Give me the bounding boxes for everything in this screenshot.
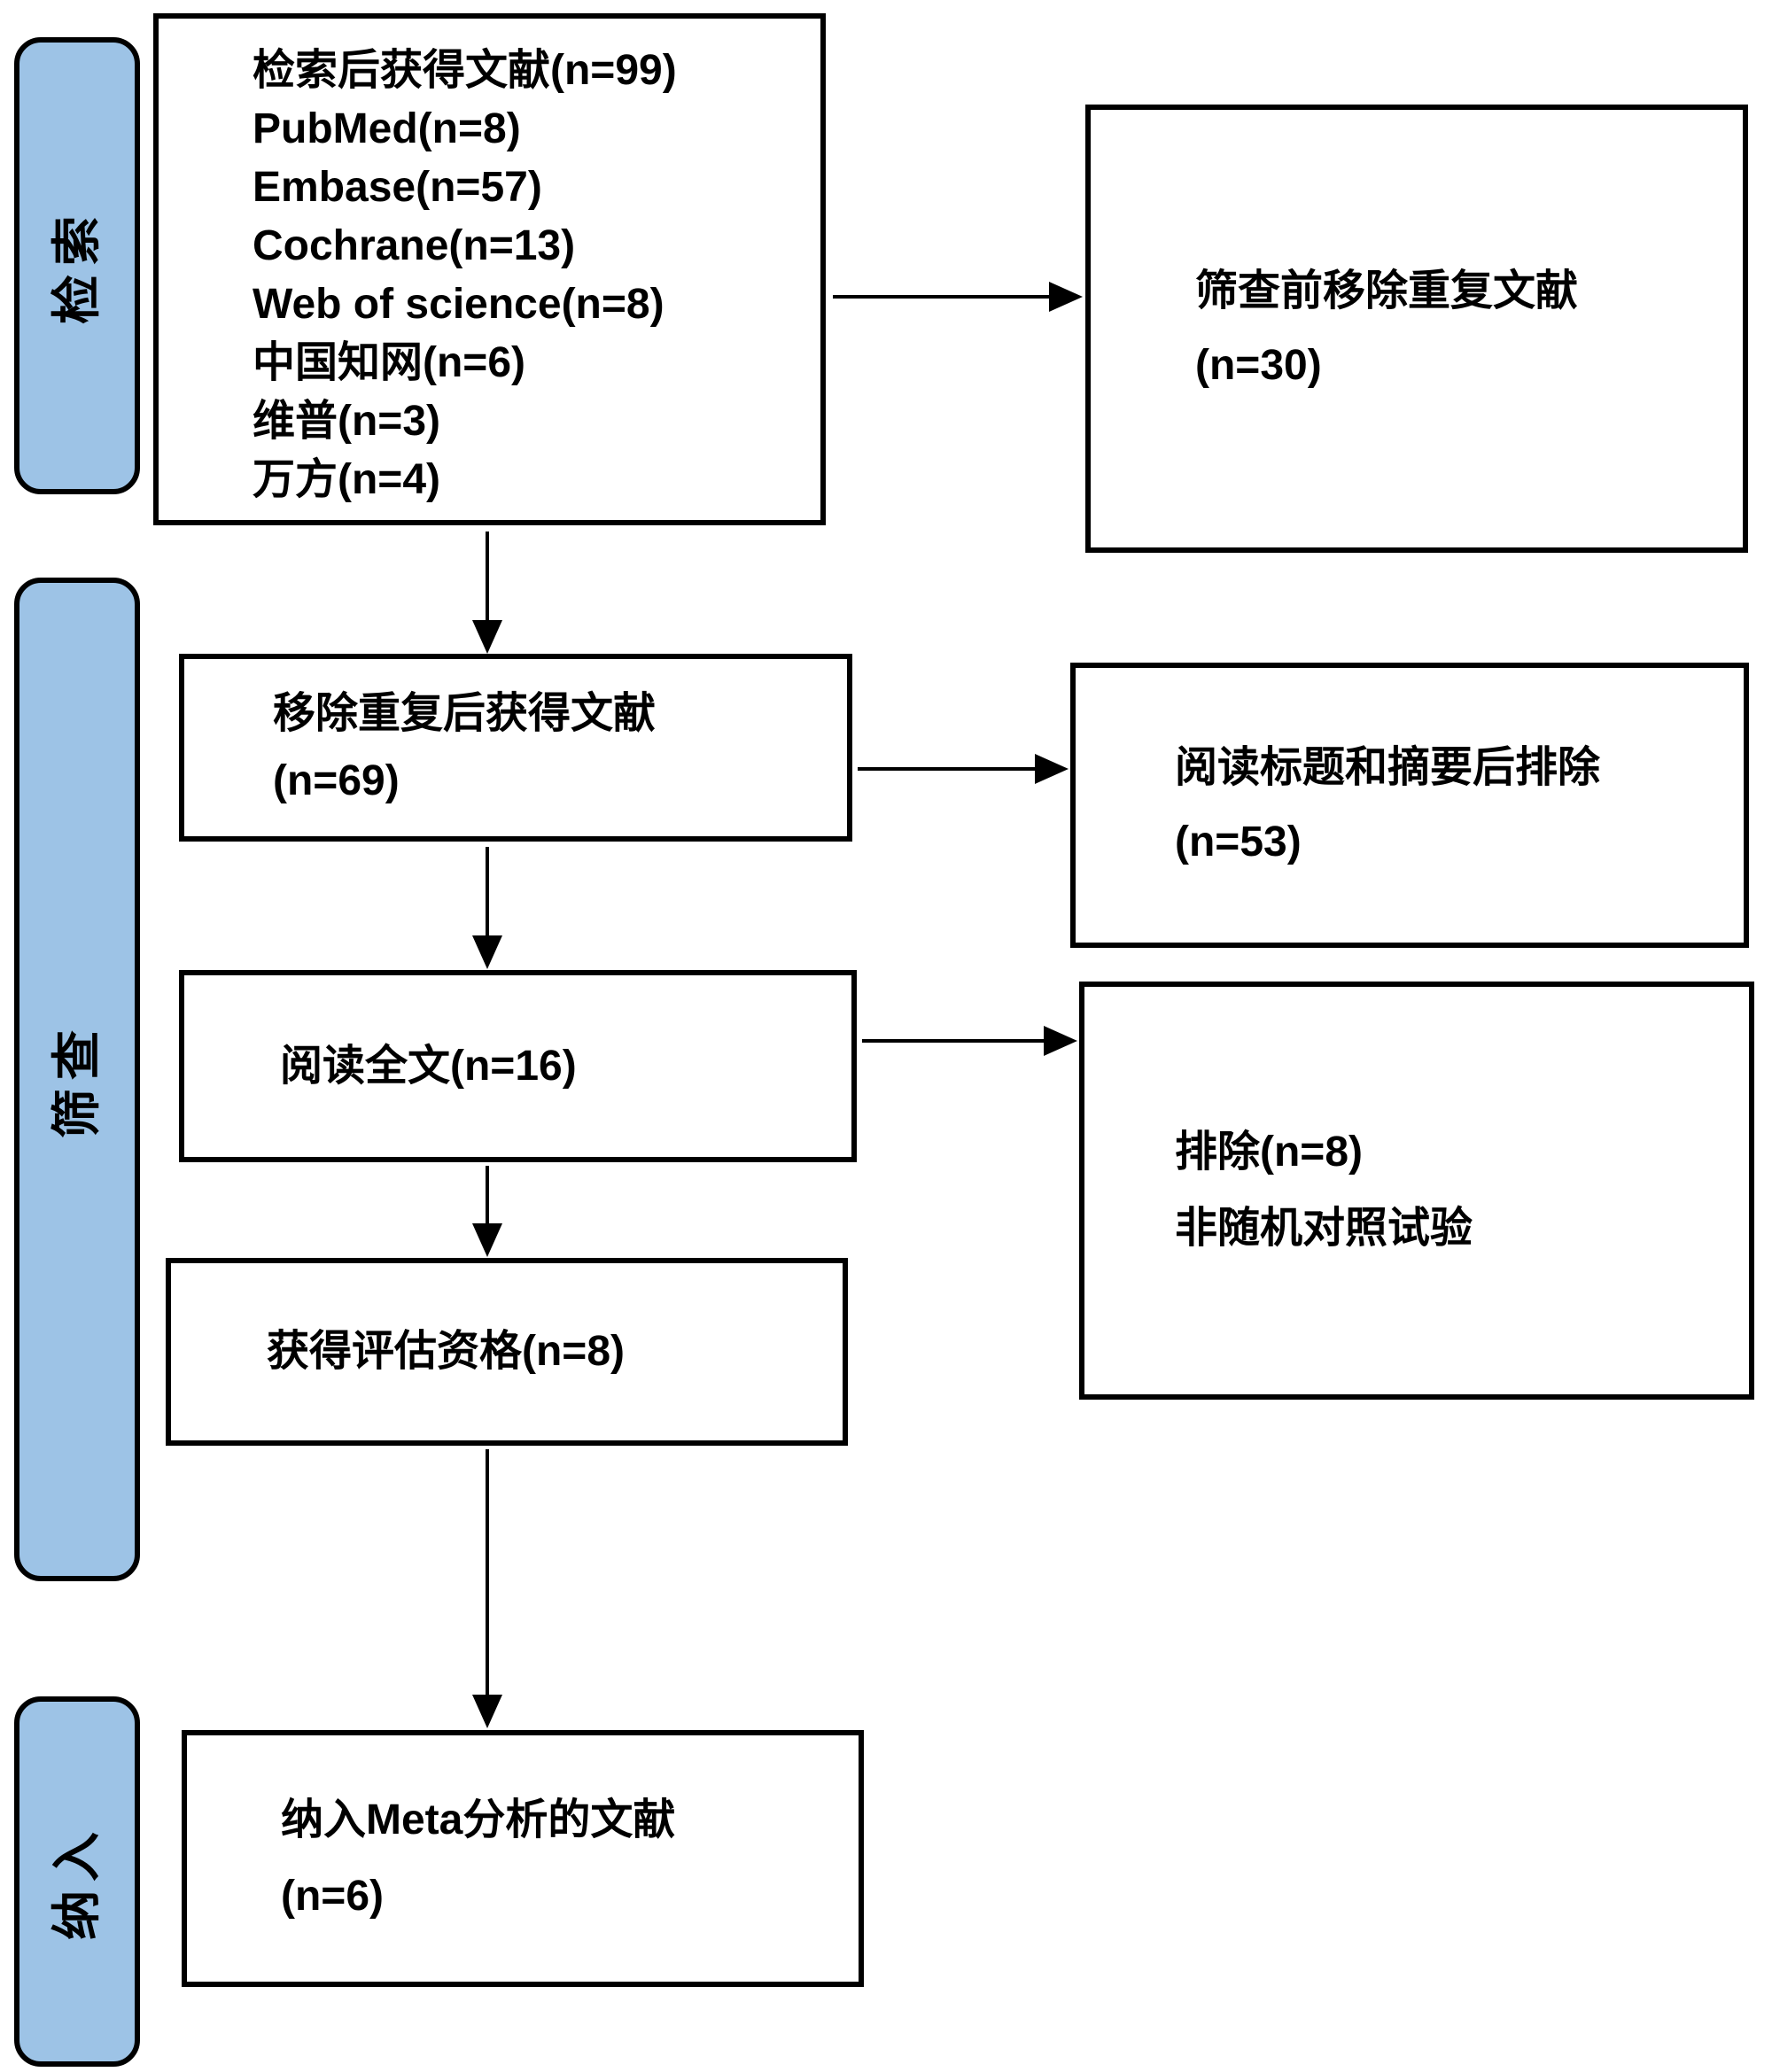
- arrow-head-down-icon: [472, 1223, 502, 1257]
- arrow-head-down-icon: [472, 620, 502, 654]
- box-eligible-for-assessment-line: 获得评估资格(n=8): [267, 1328, 626, 1375]
- box-records-identified: 检索后获得文献(n=99) PubMed(n=8) Embase(n=57) C…: [153, 13, 826, 525]
- box-records-identified-line: Embase(n=57): [253, 164, 542, 211]
- box-records-identified-line: Web of science(n=8): [253, 281, 664, 328]
- box-fulltext-excluded-line: 非随机对照试验: [1175, 1205, 1473, 1252]
- stage-label-search: 检索: [49, 207, 105, 324]
- box-title-abstract-excluded-line: 阅读标题和摘要后排除: [1175, 744, 1601, 791]
- box-records-after-dedup: 移除重复后获得文献 (n=69): [179, 654, 852, 842]
- arrow-head-right-icon: [1049, 282, 1083, 312]
- box-fulltext-excluded-line: 排除(n=8): [1175, 1129, 1364, 1176]
- stage-label-include: 纳入: [49, 1823, 105, 1940]
- box-duplicates-removed-line: 筛查前移除重复文献: [1195, 268, 1579, 314]
- box-included-in-meta-line: 纳入Meta分析的文献: [281, 1797, 676, 1843]
- box-records-identified-line: PubMed(n=8): [253, 105, 521, 152]
- arrow-line: [486, 532, 489, 622]
- box-records-identified-line: 检索后获得文献(n=99): [253, 47, 677, 94]
- box-records-identified-line: 维普(n=3): [253, 398, 441, 445]
- arrow-head-right-icon: [1044, 1026, 1077, 1056]
- box-records-identified-line: 中国知网(n=6): [253, 339, 526, 386]
- arrow-line: [486, 847, 489, 937]
- stage-bar-screen: 筛查: [14, 578, 140, 1581]
- box-records-identified-line: 万方(n=4): [253, 456, 441, 503]
- box-duplicates-removed: 筛查前移除重复文献 (n=30): [1085, 105, 1748, 553]
- box-fulltext-read: 阅读全文(n=16): [179, 970, 857, 1162]
- arrow-head-right-icon: [1035, 754, 1069, 784]
- arrow-line: [486, 1449, 489, 1697]
- box-title-abstract-excluded: 阅读标题和摘要后排除 (n=53): [1070, 663, 1749, 948]
- arrow-line: [858, 767, 1037, 771]
- box-title-abstract-excluded-line: (n=53): [1175, 819, 1302, 865]
- arrow-head-down-icon: [472, 1695, 502, 1728]
- box-included-in-meta: 纳入Meta分析的文献 (n=6): [182, 1730, 864, 1987]
- box-records-after-dedup-line: 移除重复后获得文献: [273, 690, 657, 737]
- box-records-after-dedup-line: (n=69): [273, 757, 400, 804]
- box-included-in-meta-line: (n=6): [281, 1873, 385, 1920]
- arrow-line: [862, 1039, 1045, 1043]
- stage-label-screen: 筛查: [49, 1020, 105, 1138]
- box-fulltext-read-line: 阅读全文(n=16): [280, 1042, 577, 1090]
- box-records-identified-line: Cochrane(n=13): [253, 222, 576, 269]
- box-duplicates-removed-line: (n=30): [1195, 342, 1322, 389]
- arrow-line: [486, 1166, 489, 1226]
- arrow-line: [833, 295, 1051, 299]
- stage-bar-search: 检索: [14, 37, 140, 494]
- stage-bar-include: 纳入: [14, 1696, 140, 2067]
- box-eligible-for-assessment: 获得评估资格(n=8): [166, 1258, 848, 1446]
- box-fulltext-excluded: 排除(n=8) 非随机对照试验: [1079, 982, 1754, 1400]
- arrow-head-down-icon: [472, 935, 502, 969]
